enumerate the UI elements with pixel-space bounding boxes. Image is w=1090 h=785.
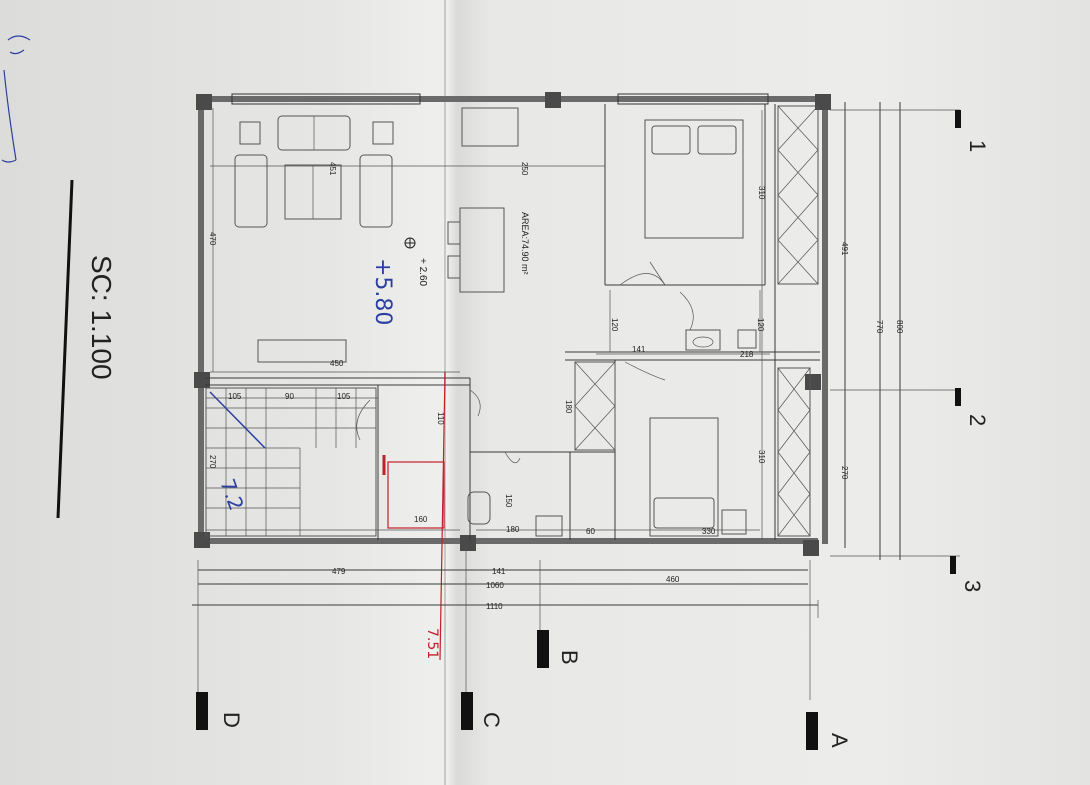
door-swings <box>356 261 694 464</box>
exterior-walls <box>198 93 828 544</box>
dim-250: 250 <box>520 162 529 176</box>
dim-270b: 270 <box>208 455 217 469</box>
dim-330: 330 <box>702 527 716 536</box>
dim-470: 470 <box>208 232 217 246</box>
wardrobe-top <box>777 105 819 285</box>
kitchen-counter <box>461 107 519 147</box>
axis-label-d: D <box>219 712 244 728</box>
elevator-shaft <box>382 371 446 661</box>
bed-bottom <box>649 417 747 537</box>
axis-label-b: B <box>557 650 582 665</box>
handwritten-red-note: 7.51 <box>424 628 440 659</box>
dim-770: 770 <box>875 320 884 334</box>
scale-label: SC: 1.100 <box>86 255 117 380</box>
dim-180: 180 <box>506 525 520 534</box>
axis-label-a: A <box>827 733 852 748</box>
scale-line <box>56 179 74 519</box>
dim-310b: 310 <box>757 450 766 464</box>
bed-top <box>644 119 744 239</box>
level-label: + 2.60 <box>417 258 428 287</box>
dim-218: 218 <box>740 350 754 359</box>
dim-491: 491 <box>840 242 849 256</box>
dim-1060: 1060 <box>486 581 504 590</box>
dim-90: 90 <box>285 392 294 401</box>
sofa-set <box>234 115 394 228</box>
staircase <box>205 387 377 537</box>
axis-markers <box>196 110 961 750</box>
handwritten-level: +5.80 <box>370 258 395 325</box>
level-marker-cross <box>405 238 415 248</box>
dim-120a: 120 <box>610 318 619 332</box>
dim-479: 479 <box>332 567 346 576</box>
structural-columns <box>194 92 831 556</box>
dim-800: 800 <box>895 320 904 334</box>
dim-141a: 141 <box>632 345 646 354</box>
dim-160: 160 <box>414 515 428 524</box>
dim-460: 460 <box>666 575 680 584</box>
dim-1110: 1110 <box>486 602 503 611</box>
dim-141b: 141 <box>492 567 506 576</box>
dim-150: 150 <box>504 494 513 508</box>
dim-450: 450 <box>330 359 344 368</box>
dining-table <box>447 207 505 293</box>
axis-label-1: 1 <box>965 140 990 152</box>
area-label: AREA:74.90 m² <box>520 212 530 275</box>
dim-105a: 105 <box>228 392 242 401</box>
outer-dimension-lines-right <box>830 102 960 560</box>
dim-105b: 105 <box>337 392 351 401</box>
axis-label-3: 3 <box>960 580 985 592</box>
dim-270: 270 <box>840 466 849 480</box>
dim-60: 60 <box>586 527 595 536</box>
dim-310a: 310 <box>757 186 766 200</box>
outer-dimension-lines-bottom <box>192 550 819 715</box>
dim-120b: 120 <box>756 318 765 332</box>
axis-label-c: C <box>479 712 504 728</box>
interior-walls <box>205 104 820 540</box>
bathroom-fixtures <box>467 329 757 537</box>
axis-label-2: 2 <box>965 414 990 426</box>
wardrobe-bottom <box>777 367 811 537</box>
dim-451: 451 <box>328 162 337 176</box>
wardrobe-middle <box>574 361 616 451</box>
tv-unit <box>257 339 347 363</box>
margin-scribble <box>1 35 31 163</box>
inner-dimension-lines <box>206 108 770 540</box>
dim-110: 110 <box>436 412 445 425</box>
dim-180-v: 180 <box>564 400 573 414</box>
